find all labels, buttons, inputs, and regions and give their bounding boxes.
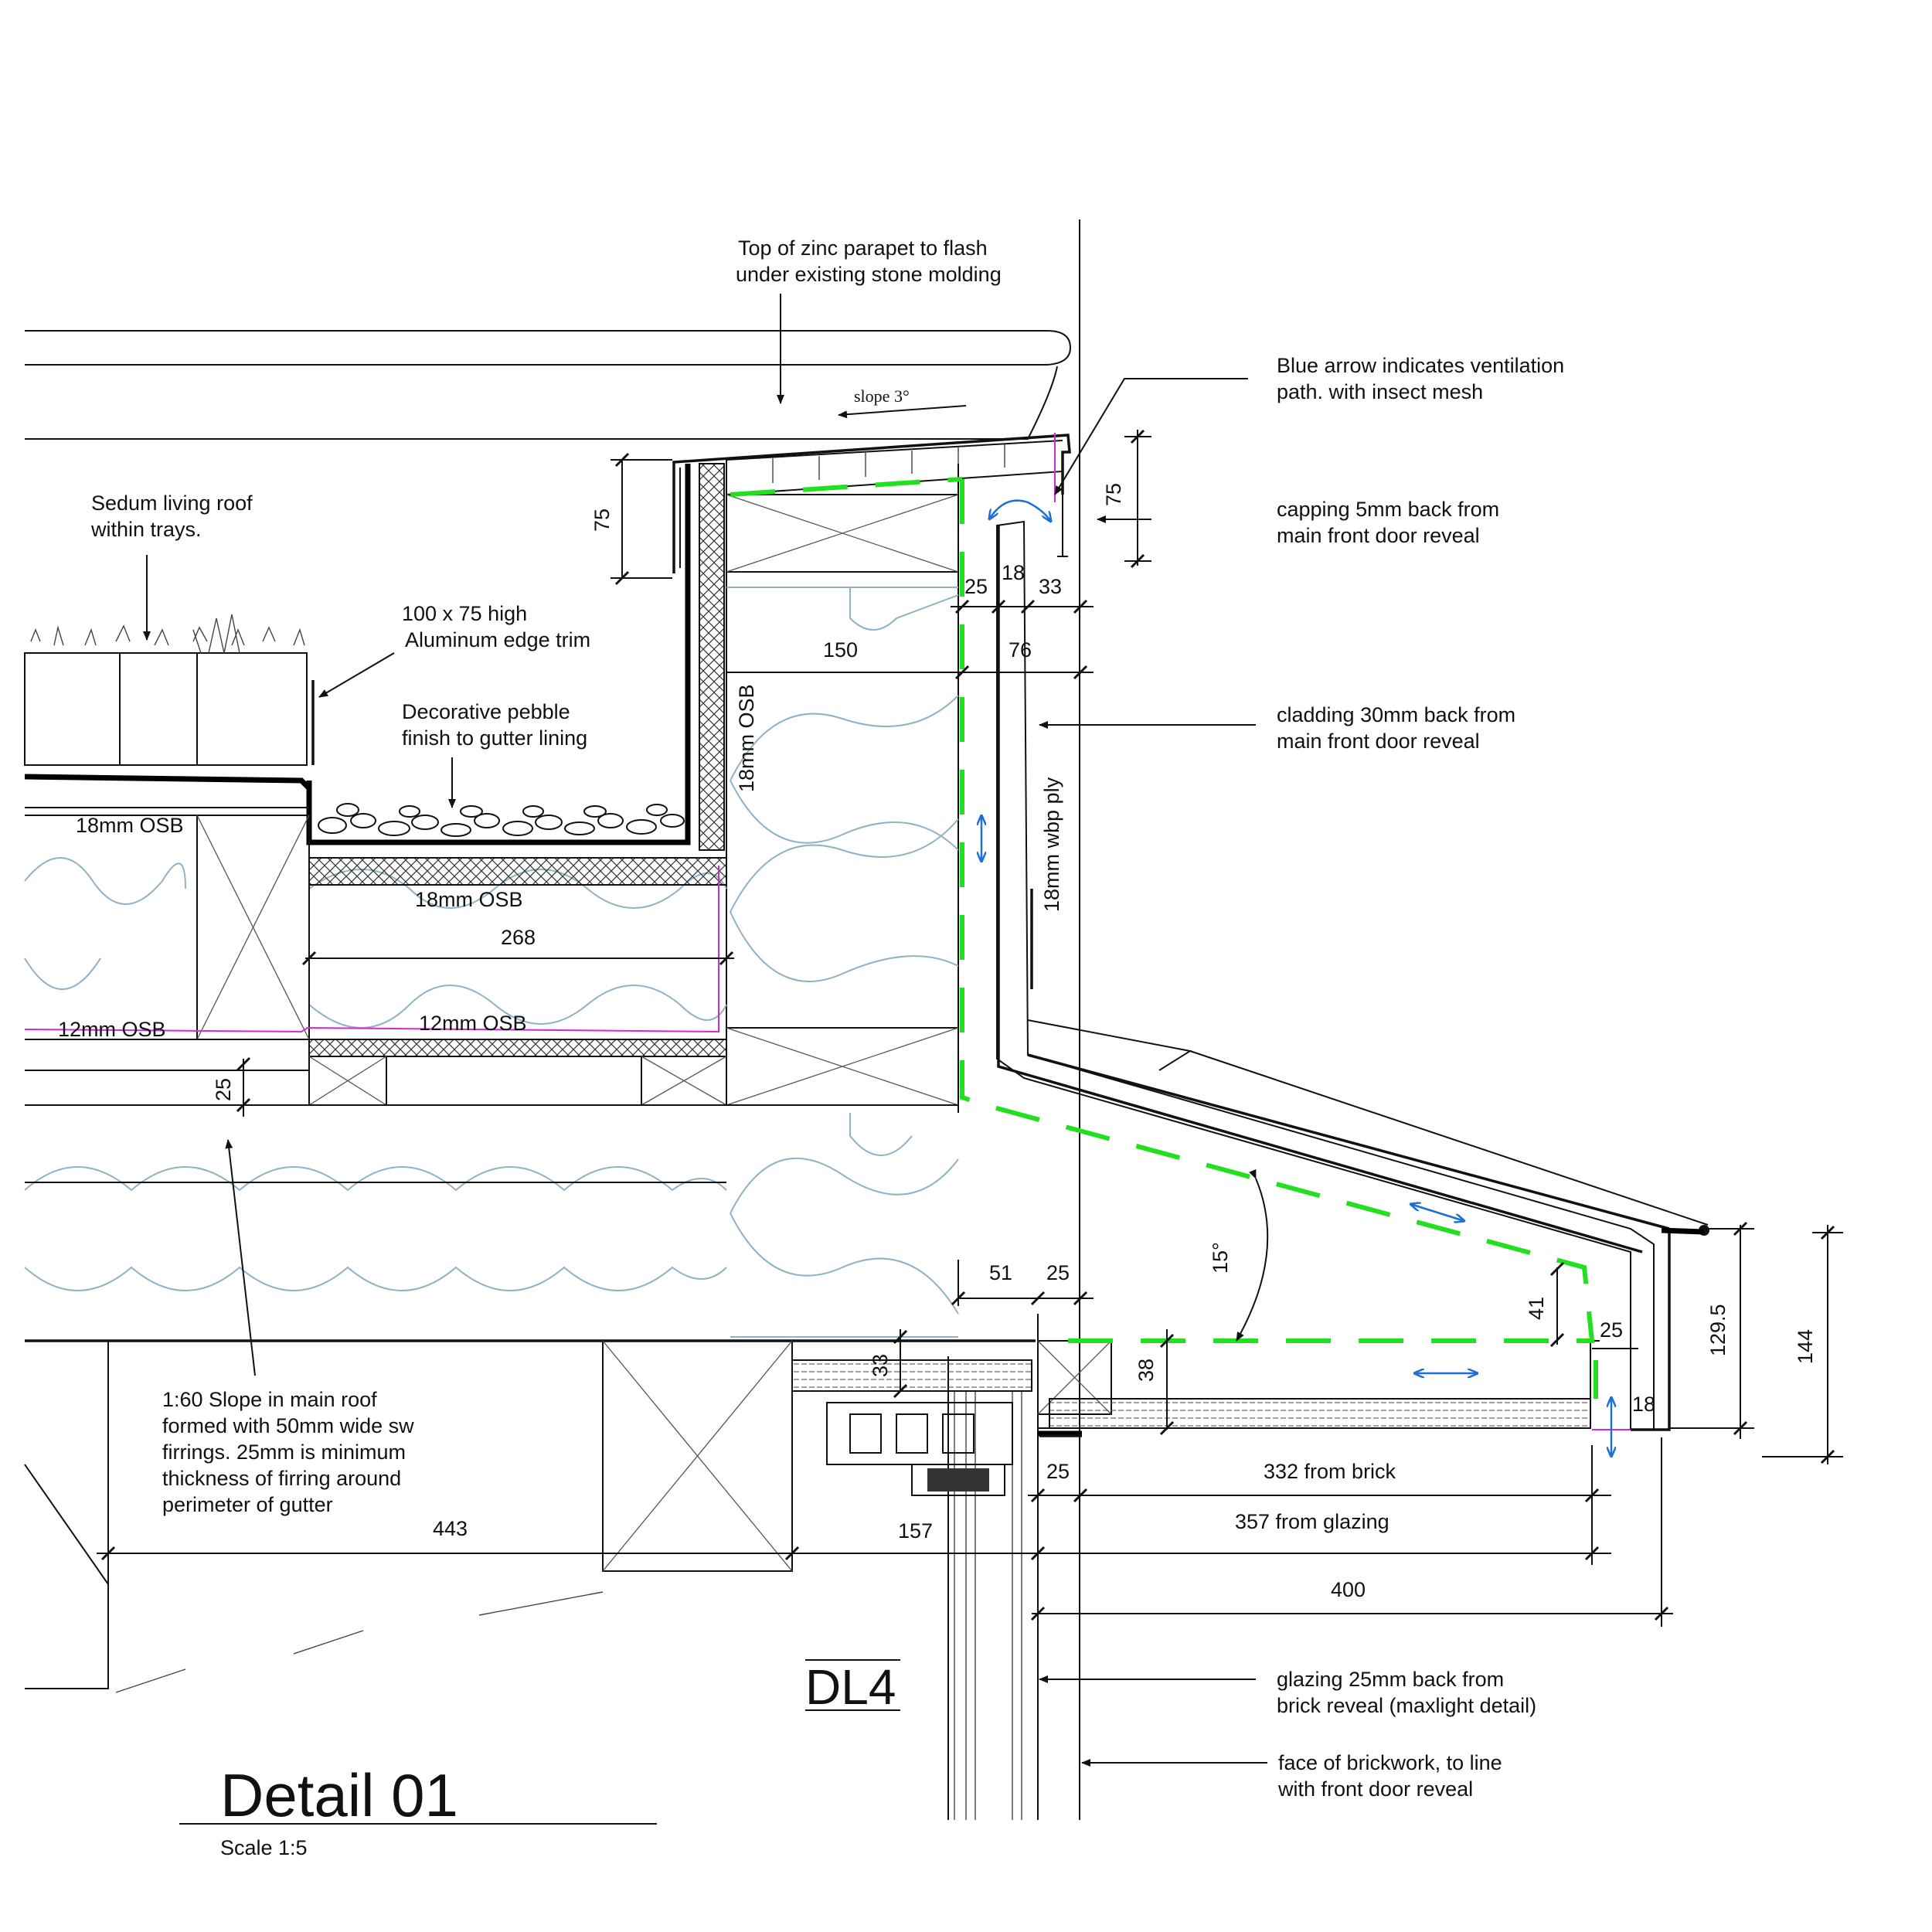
dim-33-low: 33 — [869, 1354, 892, 1377]
note-main-slope-1: 1:60 Slope in main roof — [162, 1388, 377, 1411]
soffit-box — [1037, 1340, 1600, 1437]
dim-129-5: 129.5 — [1706, 1304, 1730, 1356]
dim-51: 51 — [989, 1261, 1012, 1284]
ventilation-arrows — [981, 499, 1611, 1457]
dim-150: 150 — [823, 638, 858, 662]
note-capping-1: capping 5mm back from — [1277, 498, 1499, 521]
dim-443: 443 — [433, 1517, 468, 1540]
note-main-slope-2: formed with 50mm wide sw — [162, 1414, 414, 1437]
note-glazing-1: glazing 25mm back from — [1277, 1668, 1504, 1691]
note-cladding-2: main front door reveal — [1277, 730, 1480, 753]
note-blue-arrow-1: Blue arrow indicates ventilation — [1277, 354, 1564, 377]
label-osb18-left: 18mm OSB — [76, 814, 184, 837]
dim-357: 357 from glazing — [1235, 1510, 1389, 1533]
dim-332: 332 from brick — [1264, 1460, 1396, 1483]
note-edge-trim-2: Aluminum edge trim — [405, 628, 590, 651]
gutter-upstand — [306, 463, 959, 1113]
note-cladding-1: cladding 30mm back from — [1277, 703, 1515, 726]
label-osb18-mid: 18mm OSB — [415, 888, 523, 911]
dim-18-low: 18 — [1632, 1393, 1655, 1416]
note-sedum-1: Sedum living roof — [91, 492, 253, 515]
label-osb18-vertical: 18mm OSB — [735, 684, 758, 792]
dim-18-top: 18 — [1002, 561, 1025, 584]
note-texts: Top of zinc parapet to flash under exist… — [90, 236, 1564, 1801]
dim-75-left: 75 — [590, 509, 614, 532]
insulation — [24, 587, 959, 1338]
dim-144: 144 — [1794, 1329, 1817, 1364]
pebbles — [318, 803, 685, 837]
reference-lines — [947, 219, 1080, 1820]
dim-400: 400 — [1331, 1578, 1366, 1601]
note-glazing-2: brick reveal (maxlight detail) — [1277, 1694, 1536, 1717]
dim-76: 76 — [1009, 638, 1032, 662]
note-parapet-1: Top of zinc parapet to flash — [738, 236, 988, 260]
zinc-capping — [672, 434, 1071, 573]
dimension-texts: 75 75 25 18 33 150 76 268 25 15° 51 25 4… — [212, 483, 1817, 1601]
note-parapet-2: under existing stone molding — [736, 263, 1002, 286]
dimension-lines — [97, 429, 1843, 1627]
note-main-slope-3: firrings. 25mm is minimum — [162, 1440, 406, 1464]
dim-268: 268 — [501, 926, 536, 949]
ref-box-lines — [805, 1659, 900, 1711]
note-pebble-1: Decorative pebble — [402, 700, 570, 723]
label-osb12-mid: 12mm OSB — [419, 1012, 527, 1035]
cladding-ply — [996, 520, 1709, 1431]
dim-15-deg: 15° — [1209, 1242, 1232, 1274]
note-edge-trim-1: 100 x 75 high — [402, 602, 527, 625]
drawing-ref-label: DL4 — [805, 1659, 896, 1715]
label-osb12-left: 12mm OSB — [58, 1018, 166, 1041]
material-labels: 18mm OSB 12mm OSB 18mm OSB 12mm OSB 18mm… — [58, 684, 1063, 1041]
note-main-slope-5: perimeter of gutter — [162, 1493, 333, 1516]
scale-label: Scale 1:5 — [220, 1836, 308, 1859]
sedum-trays — [24, 614, 315, 808]
roof-deck — [24, 815, 1036, 1342]
dim-41: 41 — [1525, 1297, 1548, 1320]
leader-arrows — [143, 294, 1267, 1767]
detail-title: Detail 01 — [220, 1761, 458, 1829]
note-brickwork-1: face of brickwork, to line — [1278, 1751, 1502, 1774]
slope-label: slope 3° — [854, 386, 910, 406]
lower-structure — [24, 1340, 1032, 1693]
dim-25-top: 25 — [964, 575, 988, 598]
membrane-green — [730, 433, 1631, 1430]
stone-molding — [25, 330, 1072, 440]
svg-text:Top of zinc parapet to flash: Top of zinc parapet to flash — [738, 236, 988, 260]
note-pebble-2: finish to gutter lining — [402, 726, 587, 750]
dim-25-right: 25 — [1600, 1318, 1623, 1342]
dim-38: 38 — [1134, 1359, 1158, 1382]
label-wbp-ply: 18mm wbp ply — [1040, 777, 1063, 912]
dim-157: 157 — [898, 1519, 933, 1543]
note-sedum-2: within trays. — [90, 518, 202, 541]
note-capping-2: main front door reveal — [1277, 524, 1480, 547]
note-main-slope-4: thickness of firring around — [162, 1467, 401, 1490]
dim-25-low: 25 — [1046, 1460, 1070, 1483]
dim-33-top: 33 — [1039, 575, 1062, 598]
svg-text:under existing stone molding: under existing stone molding — [736, 263, 1002, 286]
dim-25-mid: 25 — [1046, 1261, 1070, 1284]
dim-75-right: 75 — [1102, 483, 1125, 506]
note-brickwork-2: with front door reveal — [1277, 1777, 1473, 1801]
note-blue-arrow-2: path. with insect mesh — [1277, 380, 1483, 403]
dim-25-left: 25 — [212, 1078, 235, 1101]
